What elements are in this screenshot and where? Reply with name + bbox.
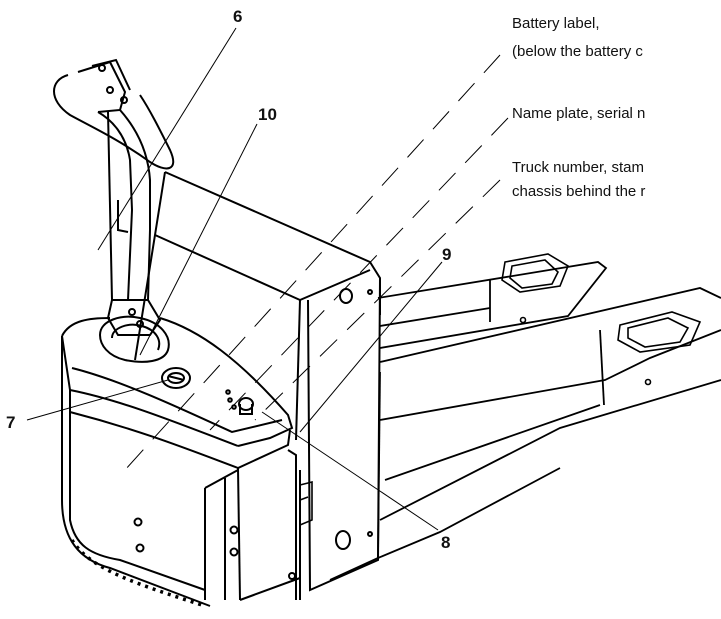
callout-9: 9 [442, 245, 451, 264]
battery-cover-body [61, 336, 301, 607]
fork-front-wheel [617, 311, 702, 386]
truck-number-line2: chassis behind the r [512, 183, 645, 200]
callout-6: 6 [233, 7, 242, 26]
tiller-arm [53, 58, 175, 336]
control-housing [61, 315, 294, 447]
battery-label-leaders [124, 54, 501, 471]
chassis-plate [134, 171, 381, 592]
nameplate-label: Name plate, serial n [512, 105, 645, 122]
fork-rear-wheel [501, 253, 569, 324]
battery-label-line1: Battery label, [512, 15, 600, 32]
callout-8: 8 [441, 533, 450, 552]
nameplate-leaders [209, 117, 509, 431]
base-bumper [70, 539, 206, 608]
fork-front [379, 287, 721, 521]
drive-wheel-area [299, 480, 313, 526]
battery-label-line2: (below the battery c [512, 43, 643, 60]
callout-7: 7 [6, 413, 15, 432]
truck-number-line1: Truck number, stam [512, 159, 644, 176]
callout-10: 10 [258, 105, 277, 124]
callout-leaders [26, 27, 443, 531]
truck-number-leaders [254, 179, 501, 421]
fork-rear [377, 261, 608, 349]
